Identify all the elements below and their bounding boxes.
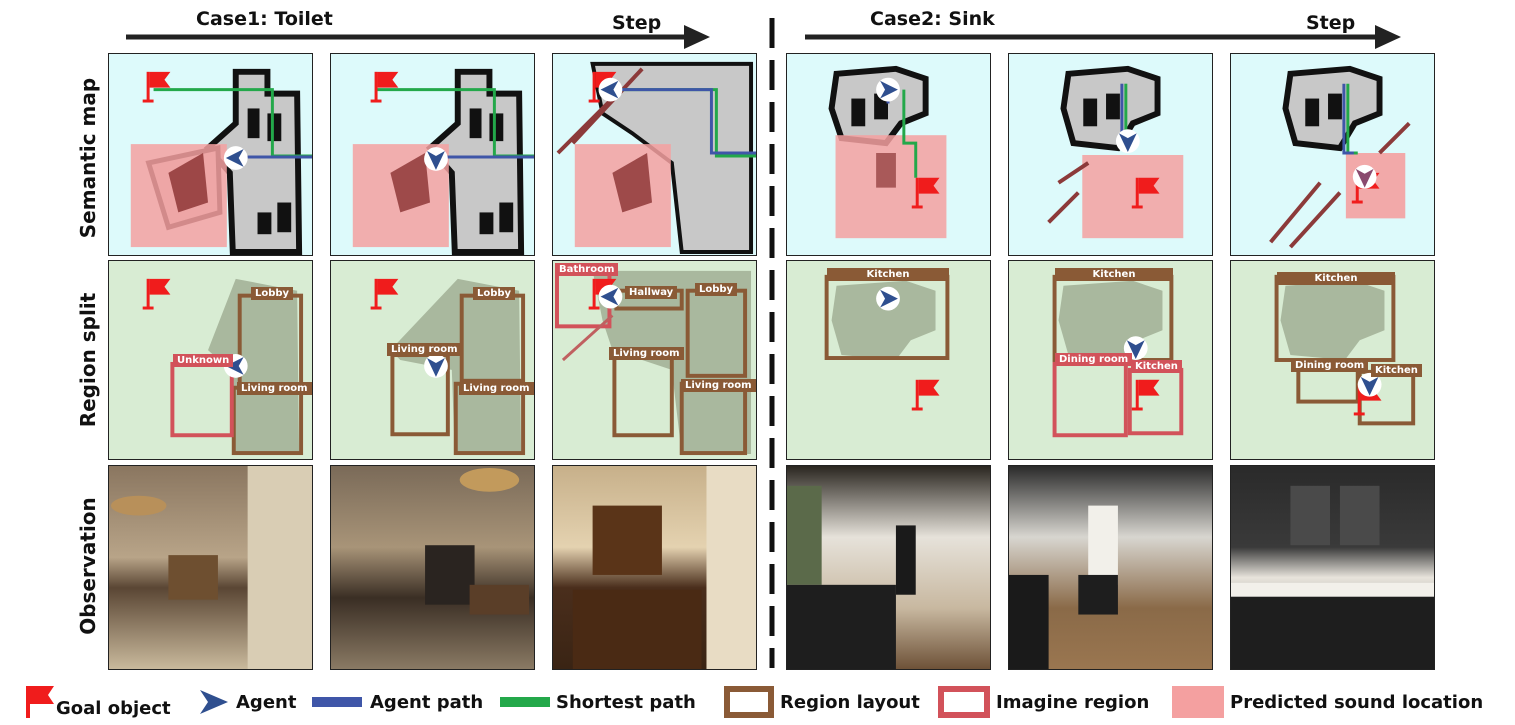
region-label-living-room: Living room (459, 382, 534, 395)
case2-step-arrow (805, 25, 1401, 49)
region-split-case2-step1: Kitchen (786, 260, 991, 460)
agent-arrow-icon (200, 690, 228, 714)
region-label-lobby: Lobby (473, 287, 516, 300)
semantic-map-case2-step3 (1230, 53, 1435, 256)
region-label-living-room: Living room (387, 343, 462, 356)
region-label-living-room: Living room (609, 347, 684, 360)
case2-title: Case2: Sink (870, 8, 995, 30)
observation-case1-step1 (108, 465, 313, 670)
region-label-kitchen: Kitchen (1131, 360, 1182, 373)
legend-predicted-sound: Predicted sound location (1172, 684, 1483, 720)
region-label-lobby: Lobby (251, 287, 294, 300)
region-split-case1-step2: Lobby Living room Living room (330, 260, 535, 460)
legend-region-layout-label: Region layout (780, 691, 920, 713)
region-label-kitchen: Kitchen (1277, 272, 1395, 285)
observation-case1-step2 (330, 465, 535, 670)
case2-step-label: Step (1306, 12, 1356, 34)
semantic-map-case1-step2 (330, 53, 535, 256)
legend-agent-path: Agent path (312, 684, 483, 720)
legend-region-layout: Region layout (724, 684, 920, 720)
region-label-bathroom: Bathroom (555, 263, 619, 276)
predicted-sound-swatch (1172, 686, 1224, 718)
observation-case2-step2 (1008, 465, 1213, 670)
region-split-case1-step1: Lobby Unknown Living room (108, 260, 313, 460)
case1-step-label: Step (612, 12, 662, 34)
region-label-kitchen: Kitchen (1371, 364, 1422, 377)
legend-agent: Agent (196, 684, 296, 720)
row-label-region-split: Region split (76, 292, 100, 428)
region-label-hallway: Hallway (625, 286, 678, 299)
region-label-kitchen: Kitchen (827, 268, 949, 281)
observation-case1-step3 (552, 465, 757, 670)
semantic-map-case1-step3 (552, 53, 757, 256)
region-label-dining-room: Dining room (1055, 353, 1133, 366)
legend-predicted-sound-label: Predicted sound location (1230, 691, 1484, 713)
legend-shortest-path-label: Shortest path (556, 691, 696, 713)
goal-flag-icon (26, 686, 54, 718)
region-label-lobby: Lobby (695, 283, 738, 296)
case-divider (769, 18, 775, 668)
region-layout-swatch (724, 686, 774, 718)
region-label-unknown: Unknown (173, 354, 234, 367)
region-label-kitchen: Kitchen (1055, 268, 1173, 281)
region-label-living-room: Living room (681, 379, 756, 392)
region-split-case1-step3: Bathroom Hallway Lobby Living room Livin… (552, 260, 757, 460)
legend-imagine-region-label: Imagine region (996, 691, 1150, 713)
semantic-map-case2-step1 (786, 53, 991, 256)
case1-title: Case1: Toilet (196, 8, 333, 30)
region-split-case2-step2: Kitchen Dining room Kitchen (1008, 260, 1213, 460)
row-label-observation: Observation (76, 497, 100, 635)
legend-goal-object: Goal object (24, 684, 171, 720)
legend-imagine-region: Imagine region (938, 684, 1149, 720)
observation-case2-step1 (786, 465, 991, 670)
legend-agent-path-label: Agent path (370, 691, 484, 713)
semantic-map-case2-step2 (1008, 53, 1213, 256)
agent-path-swatch (312, 697, 362, 707)
legend-agent-label: Agent (236, 691, 297, 713)
shortest-path-swatch (500, 697, 550, 707)
semantic-map-case1-step1 (108, 53, 313, 256)
observation-case2-step3 (1230, 465, 1435, 670)
row-label-semantic-map: Semantic map (76, 77, 100, 239)
region-label-living-room: Living room (237, 382, 312, 395)
region-label-dining-room: Dining room (1291, 359, 1369, 372)
legend-shortest-path: Shortest path (500, 684, 696, 720)
imagine-region-swatch (938, 686, 990, 718)
case1-step-arrow (126, 25, 710, 49)
legend-goal-object-label: Goal object (56, 697, 171, 719)
region-split-case2-step3: Kitchen Dining room Kitchen (1230, 260, 1435, 460)
